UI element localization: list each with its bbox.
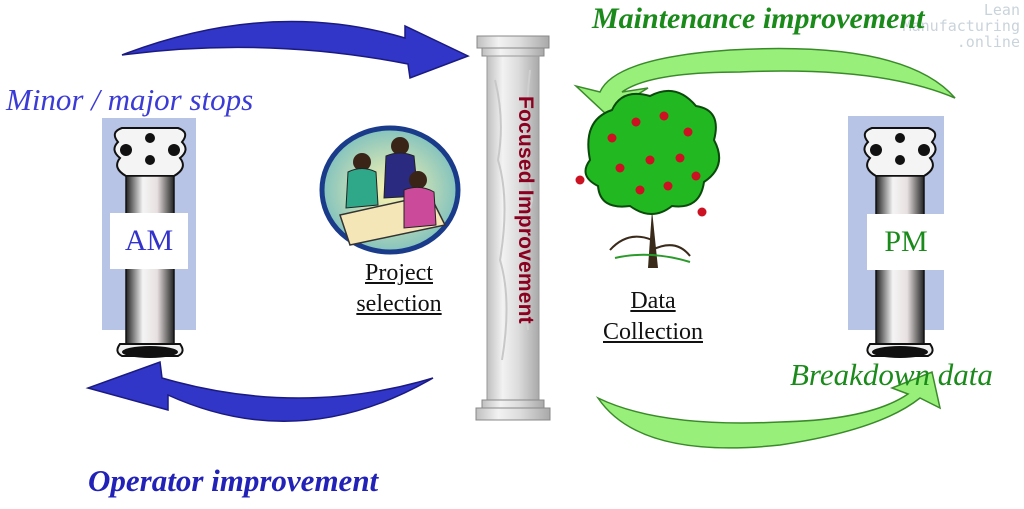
meeting-clipart xyxy=(319,125,461,255)
watermark-line3: .online xyxy=(956,33,1020,51)
blue-arrow-bottom xyxy=(85,360,434,422)
project-selection-caption: Project selection xyxy=(337,258,461,320)
am-label: AM xyxy=(110,213,188,269)
focused-improvement-label: Focused Improvement xyxy=(514,96,537,324)
project-selection-line2: selection xyxy=(356,291,442,317)
watermark-line1: Lean xyxy=(983,1,1020,19)
maintenance-improvement-label: Maintenance improvement xyxy=(592,2,925,35)
project-selection-line1: Project xyxy=(365,260,433,286)
watermark-logo: Lean Manufacturing .online xyxy=(842,0,1024,64)
focused-improvement-pillar xyxy=(475,35,551,421)
blue-arrow-top xyxy=(121,20,470,80)
minor-major-stops-label: Minor / major stops xyxy=(6,82,254,117)
operator-improvement-label: Operator improvement xyxy=(88,463,379,498)
green-arrow-top xyxy=(573,47,956,115)
green-arrow-bottom xyxy=(595,370,942,449)
breakdown-data-label: Breakdown data xyxy=(790,357,993,392)
data-collection-line2: Collection xyxy=(603,319,703,345)
pm-label: PM xyxy=(867,214,945,270)
data-collection-line1: Data xyxy=(630,288,676,314)
watermark-line2: Manufacturing xyxy=(902,17,1020,35)
data-collection-caption: Data Collection xyxy=(586,286,720,348)
apple-tree xyxy=(575,89,721,268)
